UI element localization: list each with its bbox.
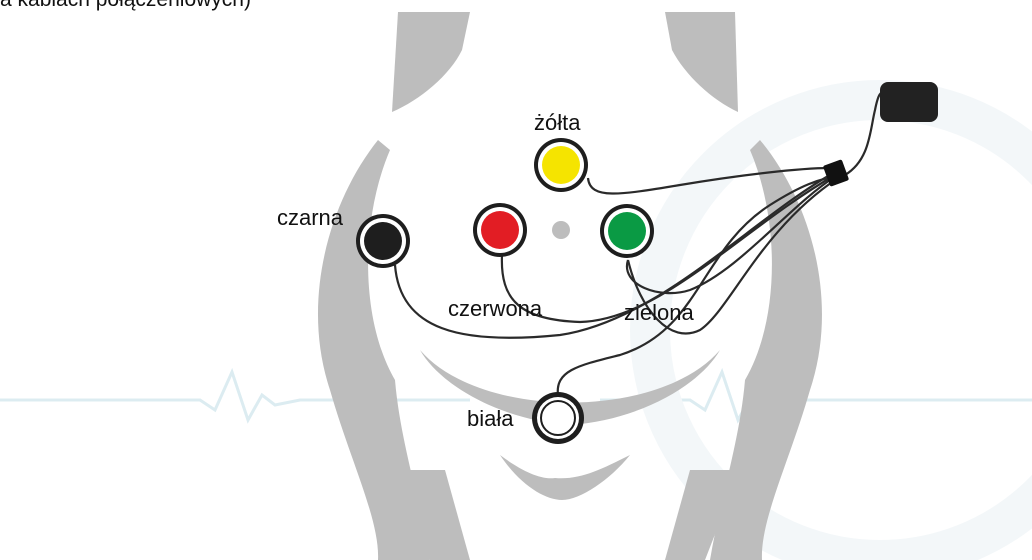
ecg-trace-background xyxy=(0,80,1032,560)
electrode-black xyxy=(356,214,410,268)
label-green: zielona xyxy=(624,300,694,325)
caption-text: a kablach połączeniowych) xyxy=(0,0,251,12)
torso-silhouette xyxy=(317,12,822,560)
electrode-green xyxy=(600,204,654,258)
holter-recorder-device xyxy=(880,82,938,122)
lead-cables xyxy=(393,90,889,396)
navel xyxy=(552,221,570,239)
label-yellow: żółta xyxy=(534,110,581,135)
electrode-white xyxy=(532,392,584,444)
electrode-red xyxy=(473,203,527,257)
label-black: czarna xyxy=(277,205,344,230)
label-red: czerwona xyxy=(448,296,543,321)
cable-connector-hub xyxy=(823,159,849,187)
label-white: biała xyxy=(467,406,514,431)
electrode-yellow xyxy=(534,138,588,192)
